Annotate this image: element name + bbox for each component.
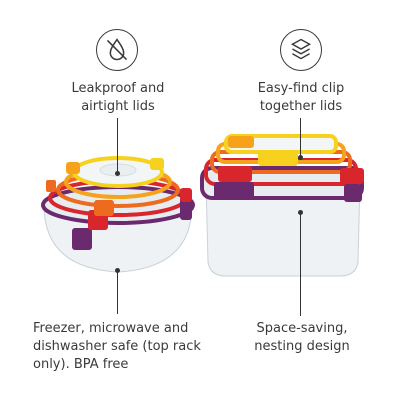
leakproof-caption: Leakproof and airtight lids bbox=[71, 81, 165, 114]
stacked-layers-icon bbox=[280, 29, 322, 71]
clip-leader-dot bbox=[298, 155, 303, 160]
nesting-caption: Space-saving, nesting design bbox=[254, 321, 350, 354]
freezer-caption: Freezer, microwave and dishwasher safe (… bbox=[33, 321, 201, 372]
no-water-drop-icon bbox=[96, 29, 138, 71]
round-container-set bbox=[41, 156, 195, 273]
leakproof-leader-dot bbox=[115, 171, 120, 176]
clip-leader-line bbox=[300, 118, 302, 158]
clip-caption: Easy-find clip together lids bbox=[257, 81, 345, 114]
rectangular-container-set bbox=[200, 134, 364, 277]
freezer-leader-line bbox=[117, 270, 119, 314]
nesting-leader-line bbox=[300, 212, 302, 316]
leakproof-leader-line bbox=[117, 118, 119, 174]
